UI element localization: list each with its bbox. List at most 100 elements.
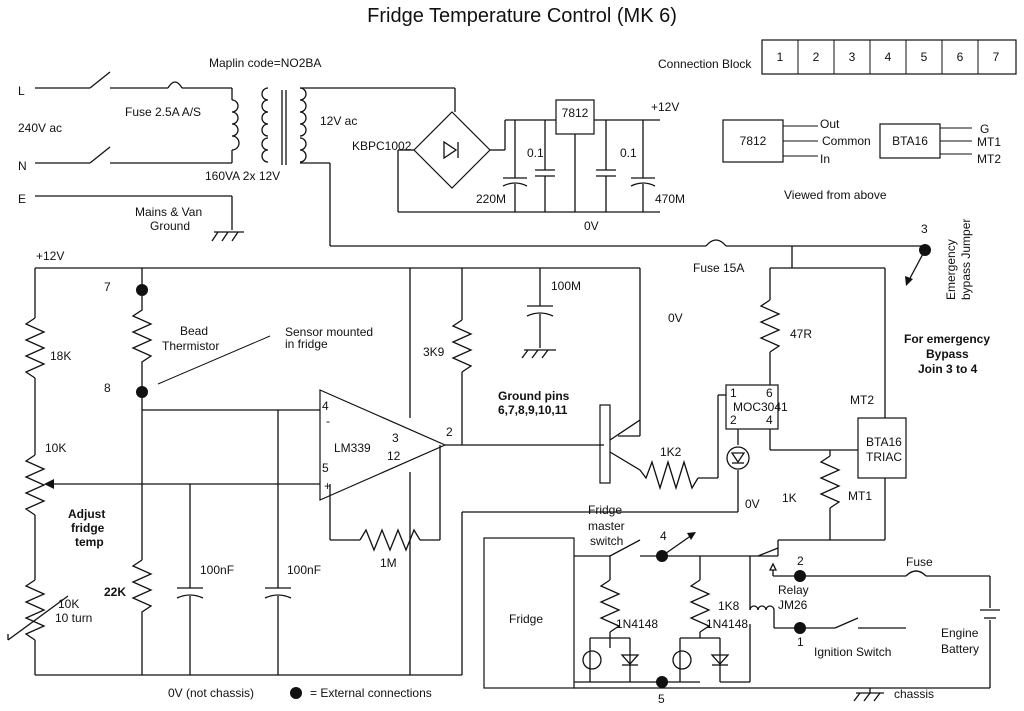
triac-label-2: TRIAC (866, 450, 902, 464)
master-switch-label-1: Fridge (588, 503, 622, 517)
led-relay-status (672, 650, 692, 670)
connection-cell: 2 (813, 50, 820, 64)
plus12v-top-label: +12V (651, 100, 679, 114)
r47-label: 47R (790, 327, 812, 341)
r3k9-label: 3K9 (423, 345, 445, 359)
led-indicator (726, 446, 750, 470)
opto-pin-6-label: 6 (766, 386, 773, 400)
r1k8-label: 1K8 (718, 599, 740, 613)
pin-2-label: 2 (446, 425, 453, 439)
regulator-label: 7812 (562, 106, 589, 120)
diode-1n4148-a (620, 654, 640, 665)
connection-cell: 3 (849, 50, 856, 64)
connection-block-label: Connection Block (658, 57, 752, 71)
fuse-15a-label: Fuse 15A (693, 261, 744, 275)
r10k-turn-label-1: 10K (58, 597, 79, 611)
r1m-label: 1M (380, 556, 397, 570)
connection-cell: 6 (957, 50, 964, 64)
resistor-22k (131, 559, 153, 675)
cap-220m-label: 220M (476, 192, 506, 206)
bta16-triac (857, 417, 907, 479)
cap-01-b-label: 0.1 (620, 146, 637, 160)
terminal-1-label: 1 (797, 635, 804, 649)
ground-label: Mains & Van (135, 205, 202, 219)
zero-v-bottom-label: 0V (not chassis) (168, 686, 254, 700)
bypass-jumper-target-arrow (661, 534, 693, 557)
pinout-common-label: Common (822, 134, 871, 148)
fridge-label: Fridge (509, 612, 543, 626)
fuse-symbol (167, 81, 183, 89)
connection-block: 1 2 3 4 5 6 7 (761, 39, 1017, 75)
emergency-label-1: For emergency (904, 332, 990, 346)
capacitor-100m (526, 312, 554, 317)
maplin-code-label: Maplin code=NO2BA (209, 56, 321, 70)
mt2-label: MT2 (850, 393, 874, 407)
mt1-label: MT1 (848, 489, 872, 503)
terminal-1 (794, 622, 806, 634)
mains-voltage-label: 240V ac (18, 121, 62, 135)
bypass-jumper-arrow (907, 249, 926, 283)
pinout-out-label: Out (820, 117, 840, 131)
resistor-47r (759, 299, 781, 353)
opto-label: MOC3041 (733, 400, 788, 414)
diode-1n4148-b (710, 654, 730, 665)
chassis-ground-symbol (853, 688, 884, 702)
battery-fuse-symbol (905, 570, 927, 577)
chassis-label: chassis (894, 687, 934, 701)
pinout-7812-box (722, 119, 784, 163)
jumper-label-1: Emergency (944, 239, 958, 300)
lm339-label: LM339 (334, 441, 371, 455)
resistor-1m (359, 528, 421, 552)
pin-minus-label: - (326, 414, 330, 428)
sensor-pointer (157, 335, 271, 385)
terminal-2 (794, 570, 806, 582)
pinout-in-label: In (820, 152, 830, 166)
diode-1-label: 1N4148 (616, 617, 658, 631)
ground-symbol (211, 231, 244, 242)
opto-pin-2-label: 2 (730, 413, 737, 427)
c100nf-b-label: 100nF (287, 563, 321, 577)
emergency-label-2: Bypass (926, 347, 969, 361)
diode-2-label: 1N4148 (706, 617, 748, 631)
triac-label-1: BTA16 (866, 435, 902, 449)
master-switch-label-3: switch (590, 534, 623, 548)
supply-0v-label: 0V (584, 219, 599, 233)
adjust-label-2: fridge (71, 521, 105, 535)
relay-label-1: Relay (778, 583, 809, 597)
ignition-switch (834, 617, 859, 629)
zero-v-mid-label: 0V (668, 311, 683, 325)
connection-cell: 5 (921, 50, 928, 64)
ground-pins-label-1: Ground pins (498, 389, 570, 403)
connection-cell: 4 (885, 50, 892, 64)
adjust-label-3: temp (75, 535, 104, 549)
cap-470m-label: 470M (655, 192, 685, 206)
battery-fuse-label: Fuse (906, 555, 933, 569)
adjust-label-1: Adjust (68, 507, 105, 521)
transformer (231, 87, 307, 165)
resistor-1k (819, 455, 841, 509)
live-label: L (18, 84, 25, 98)
jumper-label-2: bypass Jumper (959, 219, 973, 300)
bead-label-2: Thermistor (162, 339, 219, 353)
viewed-from-above-label: Viewed from above (784, 188, 887, 202)
led-fridge-status (582, 650, 602, 670)
pin-12-label: 12 (387, 449, 401, 463)
terminal-2-label: 2 (797, 554, 804, 568)
bead-thermistor (131, 296, 153, 392)
c100m-label: 100M (551, 279, 581, 293)
pot-wiper (44, 479, 54, 489)
fuse-15a-symbol (705, 239, 727, 247)
potentiometer-10k (24, 454, 46, 516)
r10k-turn-label-2: 10 turn (55, 611, 92, 625)
resistor-18k (24, 317, 46, 379)
pin-3-label: 3 (392, 431, 399, 445)
pinout-g-label: G (980, 122, 989, 136)
resistor-3k9 (451, 319, 473, 373)
pinout-7812-label: 7812 (740, 134, 767, 148)
zero-v-big-label: 0V (745, 497, 760, 511)
resistor-fridge-led (599, 579, 621, 633)
voltage-regulator (555, 99, 595, 135)
relay-label-2: JM26 (778, 598, 808, 612)
fridge-box (483, 537, 575, 689)
terminal-7-label: 7 (104, 280, 111, 294)
